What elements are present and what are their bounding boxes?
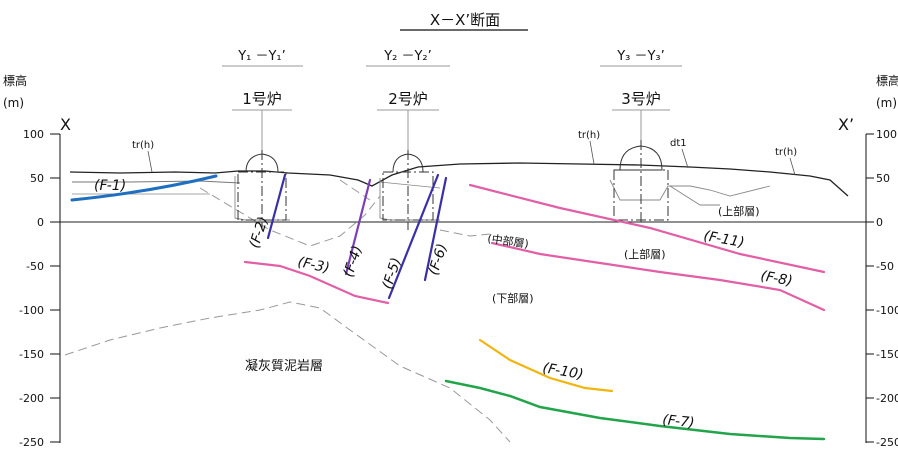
fault-f7-label: (F-7) — [662, 412, 696, 431]
fault-f1-line — [70, 174, 218, 202]
reactor-buildings — [237, 140, 669, 230]
fault-f11-line — [468, 183, 826, 274]
section-title: X－X’断面 — [430, 11, 500, 29]
trench-marker: tr(h) — [775, 147, 797, 158]
fault-f3-line — [243, 260, 390, 305]
tuff-mudstone-label: 凝灰質泥岩層 — [245, 358, 323, 374]
trench-marker-leader — [589, 140, 595, 165]
tick-label-left: 100 — [23, 128, 44, 141]
reactor-1-ref: Y₁ －Y₁’ — [237, 49, 286, 64]
fault-f8-label: (F-8) — [759, 268, 793, 289]
dashed-layer-boundaries — [64, 179, 511, 443]
left-axis-unit: (m) — [3, 96, 24, 110]
fault-f7-line — [444, 379, 826, 441]
tick-label-right: 100 — [876, 128, 897, 141]
tick-label-right: -250 — [876, 436, 898, 449]
fault-f6-line — [423, 176, 448, 282]
tick-label-right: -100 — [876, 304, 898, 317]
tick-label-left: -250 — [19, 436, 44, 449]
tick-marks — [50, 133, 874, 443]
fault-f4-label: (F-4) — [341, 244, 366, 280]
trench-marker: tr(h) — [132, 140, 154, 151]
fault-f5-line — [387, 173, 440, 300]
reactor-2-name: 2号炉 — [388, 90, 428, 108]
dt1-marker-leader — [681, 148, 689, 169]
fault-f6-label: (F-6) — [426, 242, 451, 278]
secondary-surface-line — [72, 180, 241, 184]
fault-f2-line — [266, 173, 287, 240]
trench-marker-leader — [147, 150, 153, 173]
fault-f5-label: (F-5) — [380, 256, 405, 292]
tick-label-left: 50 — [30, 172, 44, 185]
trench-marker: tr(h) — [578, 130, 600, 141]
tick-label-left: -200 — [19, 392, 44, 405]
tick-label-left: -100 — [19, 304, 44, 317]
right-axis-label: 標高 — [876, 73, 898, 88]
tick-label-right: 0 — [876, 216, 883, 229]
tick-label-right: -150 — [876, 348, 898, 361]
ground-surface-line — [69, 162, 849, 197]
fault-f1-label: (F-1) — [94, 178, 126, 194]
reactor-1-name: 1号炉 — [242, 90, 282, 108]
fault-f8-line — [490, 241, 826, 312]
fault-f4-line — [344, 178, 372, 276]
reactor-3-name: 3号炉 — [621, 90, 661, 108]
layer-upper-label: (上部層) — [718, 204, 760, 218]
layer-middle-label: (中部層) — [487, 231, 530, 251]
tick-label-right: 50 — [876, 172, 890, 185]
left-axis: 標高 (m) X 100 50 0 -50 -100 -150 -200 -25… — [3, 73, 71, 449]
fault-f10-label: (F-10) — [541, 360, 584, 383]
right-axis-unit: (m) — [876, 96, 897, 110]
reactor-reference-lines — [222, 65, 682, 150]
tick-label-right: -50 — [876, 260, 894, 273]
layer-upper-label-2: (上部層) — [624, 247, 666, 261]
reactor-3-ref: Y₃ －Y₃’ — [616, 49, 665, 64]
right-axis: 標高 (m) X’ 100 50 0 -50 -100 -150 -200 -2… — [838, 73, 898, 449]
tick-label-left: -150 — [19, 348, 44, 361]
section-mark-left: X — [60, 115, 71, 134]
tick-label-right: -200 — [876, 392, 898, 405]
layer-lower-label: (下部層) — [492, 291, 534, 305]
dt1-marker: dt1 — [670, 138, 687, 149]
reactor-2-ref: Y₂ －Y₂’ — [383, 49, 432, 64]
tick-label-left: -50 — [26, 260, 44, 273]
fault-f11-label: (F-11) — [702, 228, 745, 251]
terrace-line — [72, 181, 441, 195]
trench-marker-leader — [789, 157, 796, 176]
excavation-lines — [234, 176, 771, 221]
left-axis-label: 標高 — [3, 73, 27, 88]
section-mark-right: X’ — [838, 115, 854, 134]
tick-label-left: 0 — [37, 216, 44, 229]
fault-f3-label: (F-3) — [296, 254, 331, 276]
fault-lines — [70, 173, 826, 441]
fault-f10-line — [478, 338, 614, 393]
